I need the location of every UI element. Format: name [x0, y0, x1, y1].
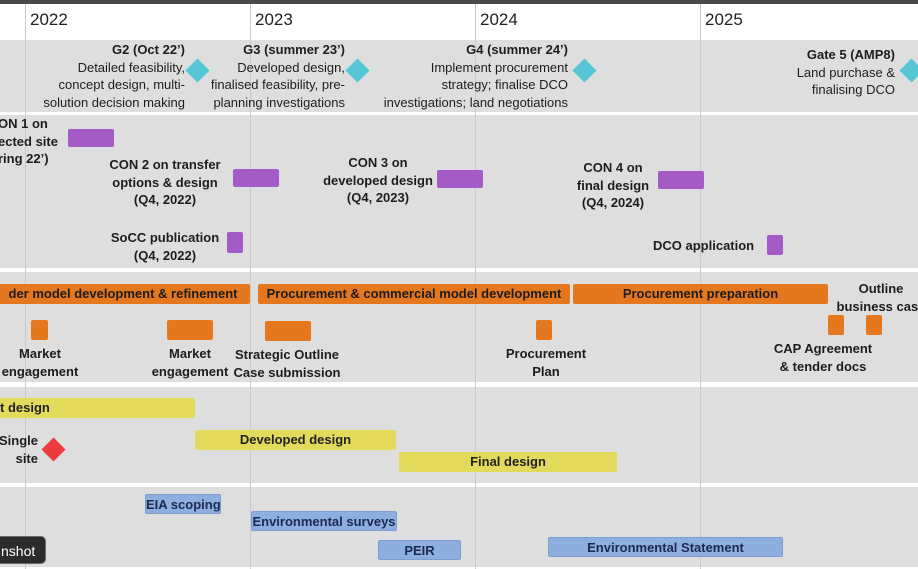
cap-agreement-line: & tender docs: [779, 358, 867, 374]
gate-g3-line: Developed design,: [237, 59, 345, 75]
year-label: 2023: [255, 10, 293, 29]
con1-marker: [68, 129, 114, 147]
environment-bar: EIA scoping: [145, 494, 221, 514]
con4-line: final design: [576, 177, 650, 193]
outline-business-case-text: Outline business case: [833, 280, 918, 315]
year-label: 2025: [705, 10, 743, 29]
commercial-bar: Procurement preparation: [573, 284, 828, 304]
gate-g2-line: concept design, multi-: [58, 77, 185, 92]
screenshot-tooltip[interactable]: nshot: [0, 536, 47, 564]
gate-g2-title: G2 (Oct 22’): [112, 42, 185, 57]
con4-text: CON 4 on final design (Q4, 2024): [568, 159, 658, 212]
procurement-plan-line: Plan: [532, 363, 560, 379]
gate-5-title: Gate 5 (AMP8): [806, 47, 895, 62]
single-site-line: Single: [0, 433, 38, 448]
single-site-text: Single site: [0, 432, 38, 467]
outline-business-case-line: Outline: [858, 281, 904, 296]
gate-5-line: Land purchase &: [796, 64, 895, 80]
con1-line: ring 22’): [0, 151, 49, 166]
market-engagement-2-marker: [167, 320, 213, 340]
gate-g4-line: investigations; land negotiations: [383, 94, 568, 110]
market-engagement-2-text: Market engagement: [144, 345, 236, 380]
tender-docs-marker: [866, 315, 882, 335]
design-bar: Developed design: [195, 430, 396, 450]
socc-text: SoCC publication (Q4, 2022): [101, 229, 229, 264]
dco-application-marker: [767, 235, 783, 255]
con4-line: CON 4 on: [583, 160, 643, 175]
year-gridline: [250, 4, 251, 569]
market-engagement-2-line: Market: [169, 346, 211, 361]
con2-line: (Q4, 2022): [133, 192, 197, 207]
design-bar: Final design: [399, 452, 617, 472]
design-bar: t design: [0, 398, 195, 418]
socc-line: (Q4, 2022): [133, 247, 197, 263]
year-label: 2022: [30, 10, 68, 29]
environment-bar: PEIR: [378, 540, 461, 560]
gate-g4-text: G4 (summer 24’) Implement procurement st…: [384, 41, 568, 111]
cap-agreement-text: CAP Agreement & tender docs: [763, 340, 883, 375]
environment-bar: Environmental Statement: [548, 537, 783, 557]
environment-bar: Environmental surveys: [251, 511, 397, 531]
gate-g2-line: Detailed feasibility,: [77, 59, 185, 75]
procurement-plan-text: Procurement Plan: [496, 345, 596, 380]
strategic-outline-case-line: Strategic Outline: [234, 347, 340, 362]
con2-marker: [233, 169, 279, 187]
gate-g4-title: G4 (summer 24’): [466, 42, 568, 57]
con3-text: CON 3 on developed design (Q4, 2023): [318, 154, 438, 207]
market-engagement-1-line: Market: [19, 346, 61, 361]
socc-line: SoCC publication: [110, 230, 220, 245]
gate-g3-title: G3 (summer 23’): [243, 42, 345, 57]
strategic-outline-case-text: Strategic Outline Case submission: [229, 346, 345, 381]
con2-text: CON 2 on transfer options & design (Q4, …: [100, 156, 230, 209]
commercial-bar: der model development & refinement: [0, 284, 250, 304]
single-site-line: site: [15, 450, 38, 466]
con3-marker: [437, 170, 483, 188]
con2-line: options & design: [112, 174, 218, 190]
market-engagement-1-text: Market engagement: [0, 345, 90, 380]
con3-line: developed design: [323, 172, 433, 188]
con1-line: ected site: [0, 133, 58, 149]
gate-g3-line: finalised feasibility, pre-: [210, 77, 345, 92]
dco-application-label: DCO application: [653, 238, 755, 253]
gate-5-text: Gate 5 (AMP8) Land purchase & finalising…: [797, 46, 895, 99]
con2-line: CON 2 on transfer: [109, 157, 221, 172]
cap-agreement-marker: [828, 315, 844, 335]
cap-agreement-line: CAP Agreement: [773, 341, 873, 356]
lane-consultation: [0, 115, 918, 268]
strategic-outline-case-marker: [265, 321, 311, 341]
commercial-bar: Procurement & commercial model developme…: [258, 284, 570, 304]
con4-marker: [658, 171, 704, 189]
gate-g3-text: G3 (summer 23’) Developed design, finali…: [211, 41, 345, 111]
strategic-outline-case-line: Case submission: [233, 364, 341, 380]
market-engagement-1-marker: [31, 320, 48, 340]
gate-g3-line: planning investigations: [213, 94, 345, 110]
window-top-edge: [0, 0, 918, 4]
gate-g4-line: Implement procurement: [430, 59, 568, 75]
con4-line: (Q4, 2024): [581, 195, 645, 210]
con3-line: CON 3 on: [348, 155, 408, 170]
con1-line: ON 1 on: [0, 116, 48, 131]
gate-5-line: finalising DCO: [811, 82, 895, 97]
procurement-plan-line: Procurement: [505, 346, 587, 361]
gate-g2-text: G2 (Oct 22’) Detailed feasibility, conce…: [43, 41, 185, 111]
lane-gates: [0, 40, 918, 112]
design-bar-label: t design: [0, 400, 50, 415]
outline-business-case-line: business case: [836, 298, 918, 314]
procurement-plan-marker: [536, 320, 552, 340]
gate-g4-line: strategy; finalise DCO: [441, 77, 568, 92]
market-engagement-1-line: engagement: [1, 363, 79, 379]
gate-g2-line: solution decision making: [43, 94, 185, 110]
year-label: 2024: [480, 10, 518, 29]
market-engagement-2-line: engagement: [151, 363, 229, 379]
con3-line: (Q4, 2023): [346, 190, 410, 205]
socc-marker: [227, 232, 243, 253]
con1-text: ON 1 on ected site ring 22’): [0, 115, 58, 168]
